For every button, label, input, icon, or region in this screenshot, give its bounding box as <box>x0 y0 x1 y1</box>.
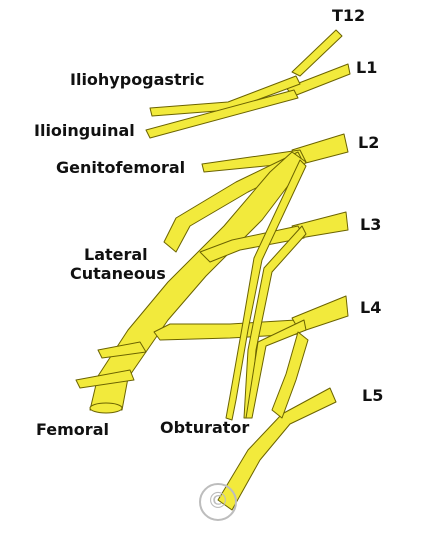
label-lateral-cutaneous-line1: Lateral <box>84 245 148 264</box>
femoral-small-branch <box>97 341 147 359</box>
genitofemoral-nerve <box>201 149 307 173</box>
label-obturator: Obturator <box>160 418 250 437</box>
iliohypogastric-nerve <box>149 75 301 117</box>
label-iliohypogastric: Iliohypogastric <box>70 70 205 89</box>
label-l2: L2 <box>358 133 380 152</box>
femoral-l3-branch <box>199 225 305 263</box>
femoral-cut-end <box>89 402 123 414</box>
label-l1: L1 <box>356 58 378 77</box>
label-lateral-cutaneous: Lateral Cutaneous <box>70 245 166 283</box>
obturator-fiber-1 <box>225 159 307 421</box>
label-lateral-cutaneous-line2: Cutaneous <box>70 264 166 283</box>
label-l3: L3 <box>360 215 382 234</box>
label-t12: T12 <box>332 6 366 25</box>
lumbosacral-trunk-l4 <box>271 331 309 419</box>
obturator-fiber-3 <box>245 319 307 419</box>
label-femoral: Femoral <box>36 420 109 439</box>
femoral-lower-branch <box>75 369 135 389</box>
copyright-watermark: © <box>199 483 237 521</box>
label-l5: L5 <box>362 386 384 405</box>
label-genitofemoral: Genitofemoral <box>56 158 186 177</box>
t12-root <box>291 29 343 77</box>
label-l4: L4 <box>360 298 382 317</box>
ilioinguinal-nerve <box>145 89 299 139</box>
label-ilioinguinal: Ilioinguinal <box>34 121 135 140</box>
